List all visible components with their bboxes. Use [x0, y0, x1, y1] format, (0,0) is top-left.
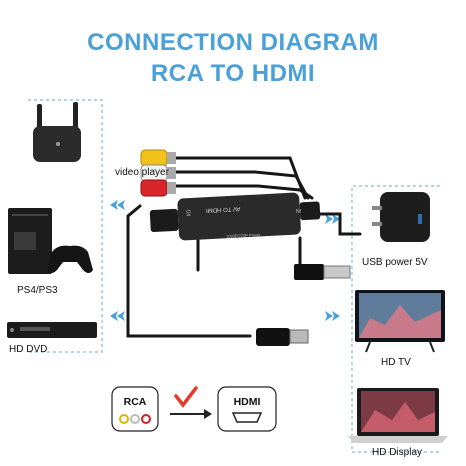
- left-chevron-icon: [110, 200, 125, 321]
- usb-plug: [294, 264, 351, 280]
- diagram-title: CONNECTION DIAGRAM: [87, 29, 379, 56]
- arrow-right-icon: [170, 409, 212, 419]
- usb-power-adapter-icon: [372, 192, 430, 242]
- diagram-subtitle: RCA TO HDMI: [150, 60, 316, 87]
- legend-rca-box: RCA: [111, 386, 159, 432]
- game-console-icon: [8, 208, 93, 274]
- converter-in-label: IN: [296, 207, 301, 213]
- source-group-bracket: [28, 99, 103, 353]
- legend-rca-label: RCA: [124, 396, 147, 408]
- legend-hdmi-label: HDMI: [234, 396, 261, 408]
- output-label-hd-tv: HD TV: [381, 357, 411, 368]
- source-label-ps4-ps3: PS4/PS3: [17, 285, 58, 296]
- source-label-hd-dvd: HD DVD: [9, 344, 48, 355]
- tv-icon: [355, 290, 445, 353]
- dvd-player-icon: [7, 322, 97, 338]
- legend-hdmi-box: HDMI: [217, 386, 277, 432]
- output-label-usb-power: USB power 5V: [362, 257, 428, 268]
- rca-plugs: [140, 149, 176, 197]
- hdmi-plug: [256, 328, 309, 346]
- router-box-icon: [33, 102, 81, 162]
- cable-lines: [126, 156, 362, 338]
- converter-box: [149, 192, 321, 241]
- output-label-hd-display: HD Display: [372, 447, 423, 458]
- output-group-bracket: [351, 185, 440, 453]
- check-icon: [174, 386, 198, 408]
- source-label-video-player: video player: [115, 167, 169, 178]
- laptop-icon: [348, 388, 448, 443]
- converter-io-label: I/O: [186, 209, 193, 217]
- right-chevron-icon: [325, 214, 340, 321]
